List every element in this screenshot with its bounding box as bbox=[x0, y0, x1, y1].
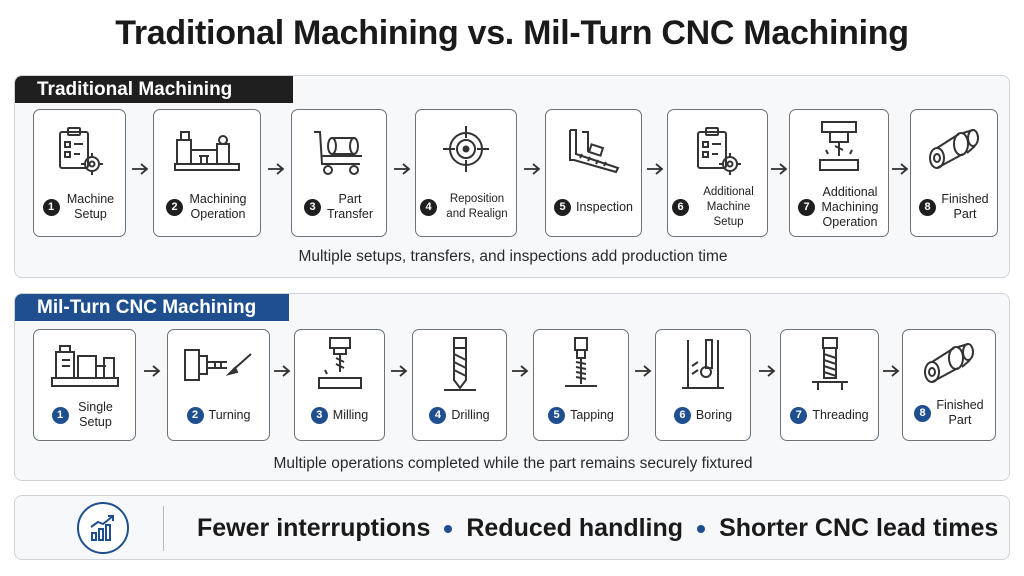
drill-icon bbox=[443, 337, 476, 391]
arrow-icon bbox=[512, 365, 529, 377]
step-number: 5 bbox=[554, 198, 571, 216]
arrow-icon bbox=[647, 163, 664, 175]
step-number: 6 bbox=[672, 198, 689, 216]
growth-badge bbox=[77, 502, 129, 554]
mt-step-4: 4 Drilling bbox=[412, 329, 507, 441]
arrow-icon bbox=[391, 365, 408, 377]
step-label: Tapping bbox=[570, 407, 614, 422]
caliper-icon bbox=[568, 129, 619, 174]
step-label: Turning bbox=[208, 407, 251, 422]
trad-step-6: 6 Additional Machine Setup bbox=[667, 109, 768, 237]
mt-step-6: 6 Boring bbox=[655, 329, 751, 441]
traditional-label: Traditional Machining bbox=[15, 76, 293, 103]
step-label: Single Setup bbox=[78, 400, 113, 429]
arrow-icon bbox=[892, 163, 909, 175]
step-number: 3 bbox=[310, 406, 328, 424]
cart-icon bbox=[314, 131, 362, 175]
trad-step-1: 1 Machine Setup bbox=[33, 109, 126, 237]
lathe-icon bbox=[174, 131, 240, 171]
step-number: 4 bbox=[429, 406, 447, 424]
checklist-gear-icon bbox=[696, 127, 741, 175]
step-label: Additional Machine Setup bbox=[703, 185, 754, 228]
arrow-icon bbox=[759, 365, 776, 377]
millturn-panel: Mil-Turn CNC Machining 1 Single Setup 2 Tu… bbox=[14, 293, 1010, 481]
step-number: 1 bbox=[42, 198, 60, 216]
arrow-icon bbox=[883, 365, 900, 377]
mt-step-8: 8 Finished Part bbox=[902, 329, 996, 441]
step-label: Machine Setup bbox=[66, 192, 115, 221]
step-label: Additional Machining Operation bbox=[821, 184, 879, 229]
benefits-list: Fewer interruptions Reduced handling Sho… bbox=[197, 496, 998, 561]
step-number: 7 bbox=[790, 406, 808, 424]
step-label: Finished Part bbox=[941, 192, 989, 221]
step-number: 6 bbox=[673, 406, 691, 424]
trad-step-4: 4 Reposition and Realign bbox=[415, 109, 517, 237]
mt-step-1: 1 Single Setup bbox=[33, 329, 136, 441]
arrow-icon bbox=[771, 163, 788, 175]
thread-icon bbox=[811, 337, 848, 390]
trad-step-2: 2 Machining Operation bbox=[153, 109, 261, 237]
target-icon bbox=[443, 126, 489, 172]
arrow-icon bbox=[274, 365, 291, 377]
step-number: 1 bbox=[51, 406, 69, 424]
arrow-icon bbox=[394, 163, 411, 175]
mt-step-5: 5 Tapping bbox=[533, 329, 629, 441]
step-number: 3 bbox=[304, 198, 321, 216]
step-number: 2 bbox=[166, 198, 183, 216]
checklist-gear-icon bbox=[58, 127, 103, 175]
arrow-icon bbox=[524, 163, 541, 175]
step-label: Inspection bbox=[576, 199, 633, 214]
bullet-dot bbox=[697, 524, 706, 533]
arrow-icon bbox=[268, 163, 285, 175]
mill-spindle-icon bbox=[819, 121, 859, 171]
machine-icon bbox=[50, 345, 119, 387]
trad-step-3: 3 Part Transfer bbox=[291, 109, 387, 237]
mt-step-2: 2 Turning bbox=[167, 329, 270, 441]
step-number: 4 bbox=[420, 198, 437, 216]
arrow-icon bbox=[635, 365, 652, 377]
tap-icon bbox=[565, 337, 597, 387]
finished-part-icon bbox=[924, 343, 974, 383]
step-label: Drilling bbox=[451, 407, 490, 422]
step-label: Machining Operation bbox=[189, 192, 247, 221]
milling-icon bbox=[317, 337, 362, 389]
trad-step-8: 8 Finished Part bbox=[910, 109, 998, 237]
step-label: Milling bbox=[332, 407, 369, 422]
divider bbox=[163, 506, 164, 551]
step-number: 5 bbox=[548, 406, 566, 424]
step-number: 7 bbox=[798, 198, 815, 216]
page-title: Traditional Machining vs. Mil-Turn CNC M… bbox=[115, 14, 909, 52]
step-label: Part Transfer bbox=[326, 192, 374, 221]
mt-step-7: 7 Threading bbox=[780, 329, 879, 441]
benefit-item: Fewer interruptions bbox=[197, 514, 431, 542]
trad-step-7: 7 Additional Machining Operation bbox=[789, 109, 889, 237]
bullet-dot bbox=[444, 524, 453, 533]
step-number: 8 bbox=[914, 404, 931, 422]
boring-icon bbox=[682, 339, 724, 389]
trad-step-5: 5 Inspection bbox=[545, 109, 642, 237]
mt-step-3: 3 Milling bbox=[294, 329, 385, 441]
step-label: Threading bbox=[812, 407, 869, 422]
step-label: Finished Part bbox=[936, 398, 984, 427]
millturn-label: Mil-Turn CNC Machining bbox=[15, 294, 289, 321]
turning-icon bbox=[183, 349, 252, 381]
traditional-panel: Traditional Machining 1 Machine Setup 2 Ma… bbox=[14, 75, 1010, 278]
benefit-item: Reduced handling bbox=[466, 514, 684, 542]
step-number: 8 bbox=[919, 198, 936, 216]
finished-part-icon bbox=[929, 129, 979, 169]
arrow-icon bbox=[132, 163, 149, 175]
benefit-item: Shorter CNC lead times bbox=[719, 514, 999, 542]
step-label: Boring bbox=[695, 407, 733, 422]
millturn-caption: Multiple operations completed while the … bbox=[273, 455, 753, 472]
benefits-bar: Fewer interruptions Reduced handling Sho… bbox=[14, 495, 1010, 560]
growth-chart-icon bbox=[90, 515, 114, 541]
step-number: 2 bbox=[186, 406, 204, 424]
traditional-caption: Multiple setups, transfers, and inspecti… bbox=[298, 248, 728, 265]
arrow-icon bbox=[144, 365, 161, 377]
step-label: Reposition and Realign bbox=[446, 193, 508, 220]
